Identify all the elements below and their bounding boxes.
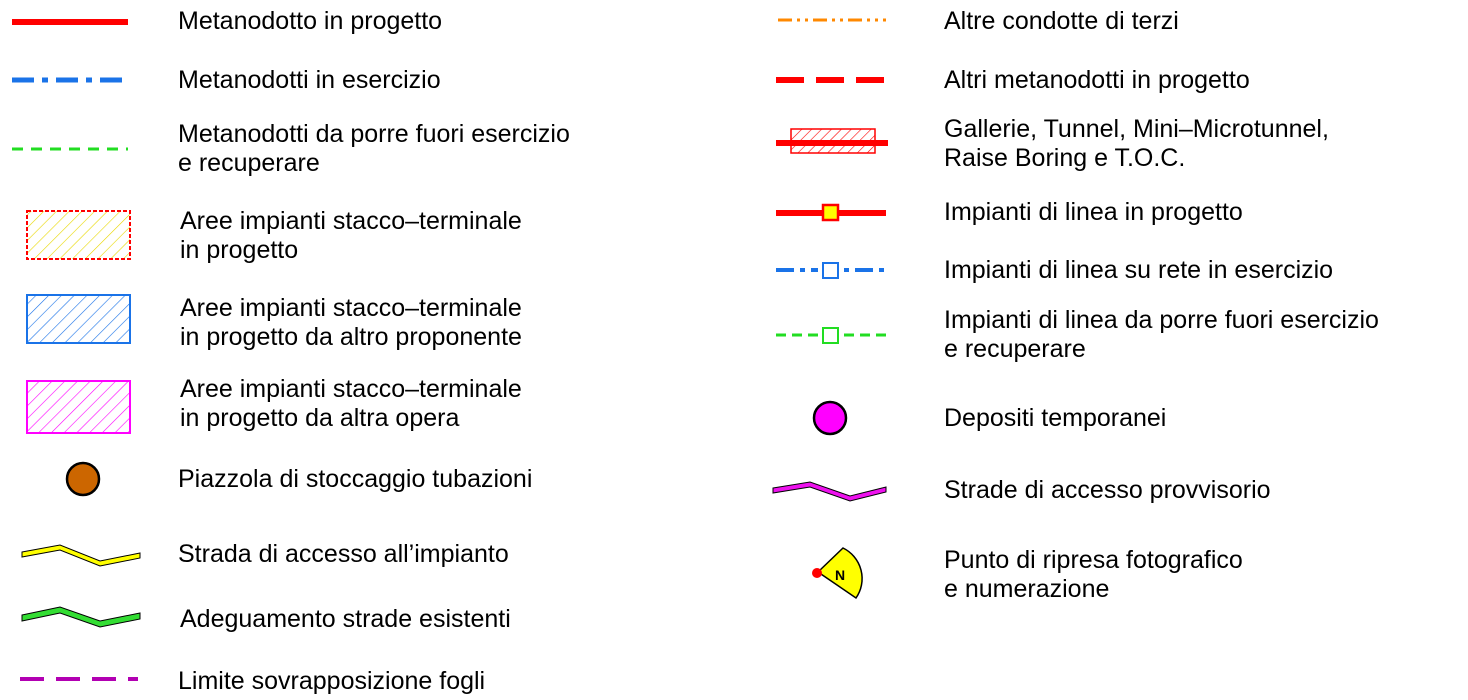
label-adeguamento-strade: Adeguamento strade esistenti — [180, 605, 511, 633]
label-strada-accesso-impianto: Strada di accesso all’impianto — [178, 540, 509, 568]
symbol-depositi-temporanei — [812, 400, 848, 436]
symbol-punto-ripresa: N — [812, 547, 863, 600]
label-metanodotti-in-esercizio: Metanodotti in esercizio — [178, 66, 441, 94]
label-aree-impianti-altro-proponente: Aree impianti stacco–terminale in proget… — [180, 294, 522, 351]
label-altri-metanodotti-progetto: Altri metanodotti in progetto — [944, 66, 1250, 94]
label-altre-condotte-terzi: Altre condotte di terzi — [944, 7, 1179, 35]
label-impianti-linea-esercizio: Impianti di linea su rete in esercizio — [944, 256, 1334, 284]
symbol-strade-accesso-provvisorio — [772, 481, 887, 502]
label-punto-ripresa: Punto di ripresa fotografico e numerazio… — [944, 546, 1243, 603]
symbol-piazzola-stoccaggio — [65, 461, 101, 497]
symbol-impianti-linea-progetto — [776, 203, 886, 222]
label-metanodotto-in-progetto: Metanodotto in progetto — [178, 7, 443, 35]
symbol-impianti-linea-esercizio — [776, 262, 886, 279]
label-impianti-linea-fuori-esercizio: Impianti di linea da porre fuori eserciz… — [944, 306, 1379, 363]
symbol-aree-impianti-altro-proponente — [26, 294, 131, 344]
label-strade-accesso-provvisorio: Strade di accesso provvisorio — [944, 476, 1271, 504]
label-limite-fogli: Limite sovrapposizione fogli — [178, 667, 486, 695]
label-impianti-linea-progetto: Impianti di linea in progetto — [944, 198, 1243, 226]
symbol-adeguamento-strade — [21, 606, 141, 628]
label-piazzola-stoccaggio: Piazzola di stoccaggio tubazioni — [178, 465, 533, 493]
symbol-aree-impianti-altra-opera — [26, 380, 131, 434]
symbol-gallerie-tunnel — [776, 128, 888, 154]
label-aree-impianti-progetto: Aree impianti stacco–terminale in proget… — [180, 207, 522, 264]
symbol-aree-impianti-progetto — [26, 210, 131, 260]
symbol-impianti-linea-fuori-esercizio — [776, 327, 886, 344]
label-metanodotti-fuori-esercizio: Metanodotti da porre fuori esercizio e r… — [178, 120, 570, 177]
label-depositi-temporanei: Depositi temporanei — [944, 404, 1167, 432]
photo-point-number: N — [835, 567, 845, 583]
label-aree-impianti-altra-opera: Aree impianti stacco–terminale in proget… — [180, 375, 522, 432]
symbol-strada-accesso-impianto — [21, 544, 141, 567]
label-gallerie-tunnel: Gallerie, Tunnel, Mini–Microtunnel, Rais… — [944, 115, 1329, 172]
